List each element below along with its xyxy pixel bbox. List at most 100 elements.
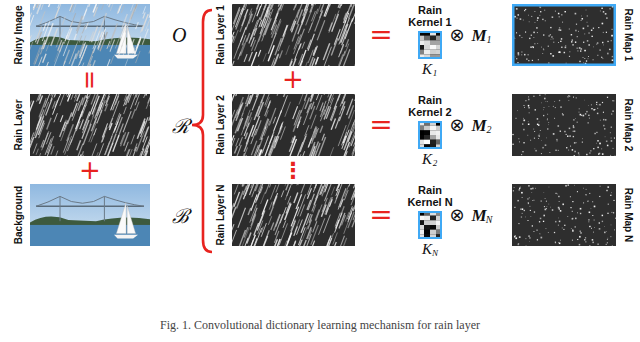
rain-streak (324, 94, 330, 95)
map-dot (571, 41, 572, 42)
map-dot (599, 222, 600, 223)
rain-streak (336, 220, 339, 229)
rain-streak (86, 64, 90, 66)
map-ground (512, 4, 616, 66)
rain-streak (299, 43, 301, 49)
map-dot (555, 242, 556, 243)
map-dot (567, 216, 569, 218)
rain-streak (297, 184, 302, 185)
map-dot (523, 117, 525, 119)
rain-streak (261, 223, 266, 237)
map-dot (531, 16, 532, 17)
rain-streak (322, 198, 327, 212)
map-dot (606, 141, 608, 143)
rain-streak (289, 139, 296, 156)
map-dots (514, 6, 616, 66)
rain-streak (347, 99, 353, 115)
rain-streak (261, 127, 266, 140)
rain-streak (336, 10, 339, 19)
rain-streak (45, 94, 52, 107)
rain-streak (131, 135, 135, 145)
map-dot (551, 36, 552, 37)
rain-streak (355, 94, 356, 101)
map-dot (598, 153, 599, 154)
map-dot (611, 114, 612, 115)
rain-streak (54, 113, 58, 122)
rain-streak (82, 24, 86, 33)
rain-streak (123, 25, 126, 33)
map-dot (572, 201, 573, 202)
rain-streak (249, 9, 252, 16)
map-ground (512, 94, 616, 156)
rain-streak (239, 137, 243, 146)
rain-streak (123, 4, 128, 5)
rain-streak (275, 38, 281, 55)
kernel-cell (430, 126, 436, 131)
rain-streak (146, 94, 150, 96)
map-dot (552, 16, 554, 18)
rain-streak (30, 13, 32, 26)
map-dot (577, 48, 578, 49)
map-dot (552, 38, 554, 40)
node-picture (512, 184, 616, 246)
rain-streak (339, 54, 343, 66)
rain-streak (351, 192, 355, 205)
rain-streak (295, 44, 301, 60)
rain-streak (37, 32, 42, 44)
map-dot (603, 125, 605, 127)
rain-streak (99, 13, 107, 33)
map-dot (561, 47, 562, 48)
rain-streak (261, 192, 266, 204)
map-dot (524, 54, 526, 56)
map-dot (587, 200, 589, 202)
map-dot (558, 29, 559, 30)
map-dot (559, 208, 560, 209)
map-dot (520, 209, 521, 210)
subscript: N (486, 215, 493, 225)
map-dot (534, 211, 535, 212)
rain-streak (77, 16, 83, 31)
map-dot (523, 105, 525, 107)
rain-streak (250, 205, 257, 223)
rain-streak (292, 184, 300, 185)
rain-streak (267, 134, 274, 151)
map-dot (541, 201, 542, 202)
map-dot (528, 124, 530, 126)
rain-streak (115, 96, 119, 105)
map-dot (535, 109, 536, 110)
map-dot (607, 239, 608, 240)
node-picture (30, 4, 150, 66)
map-dot (588, 44, 590, 46)
rain-streak (82, 120, 89, 139)
rain-streak (67, 112, 71, 124)
kernel-cell (424, 40, 430, 45)
map-dot (599, 143, 601, 145)
rain-streak (248, 208, 251, 215)
map-dot (538, 124, 539, 125)
rain-streak (135, 4, 143, 9)
map-dot (604, 136, 606, 138)
rain-streak (53, 96, 60, 115)
rain-streak (257, 211, 265, 231)
rain-streak (251, 184, 255, 188)
map-dot (572, 217, 574, 219)
map-dot (575, 218, 577, 220)
map-dot (607, 242, 608, 243)
map-dot (521, 216, 522, 217)
map-dot (572, 40, 573, 41)
map-dot (525, 238, 527, 240)
rain-streak (311, 102, 314, 110)
map-dot (559, 221, 561, 223)
map-dot (521, 192, 523, 194)
map-dot (559, 52, 560, 53)
map-dot (575, 30, 577, 32)
kernel-cell (430, 36, 436, 41)
map-dot (554, 101, 556, 103)
map-dot (534, 11, 536, 13)
rain-layer-tile: Rain Layer 1 (232, 4, 355, 66)
rain-streak (30, 42, 33, 56)
map-dot (522, 208, 524, 210)
rain-streak (144, 138, 151, 156)
rain-streak (345, 18, 353, 39)
rain-streak (83, 4, 89, 19)
